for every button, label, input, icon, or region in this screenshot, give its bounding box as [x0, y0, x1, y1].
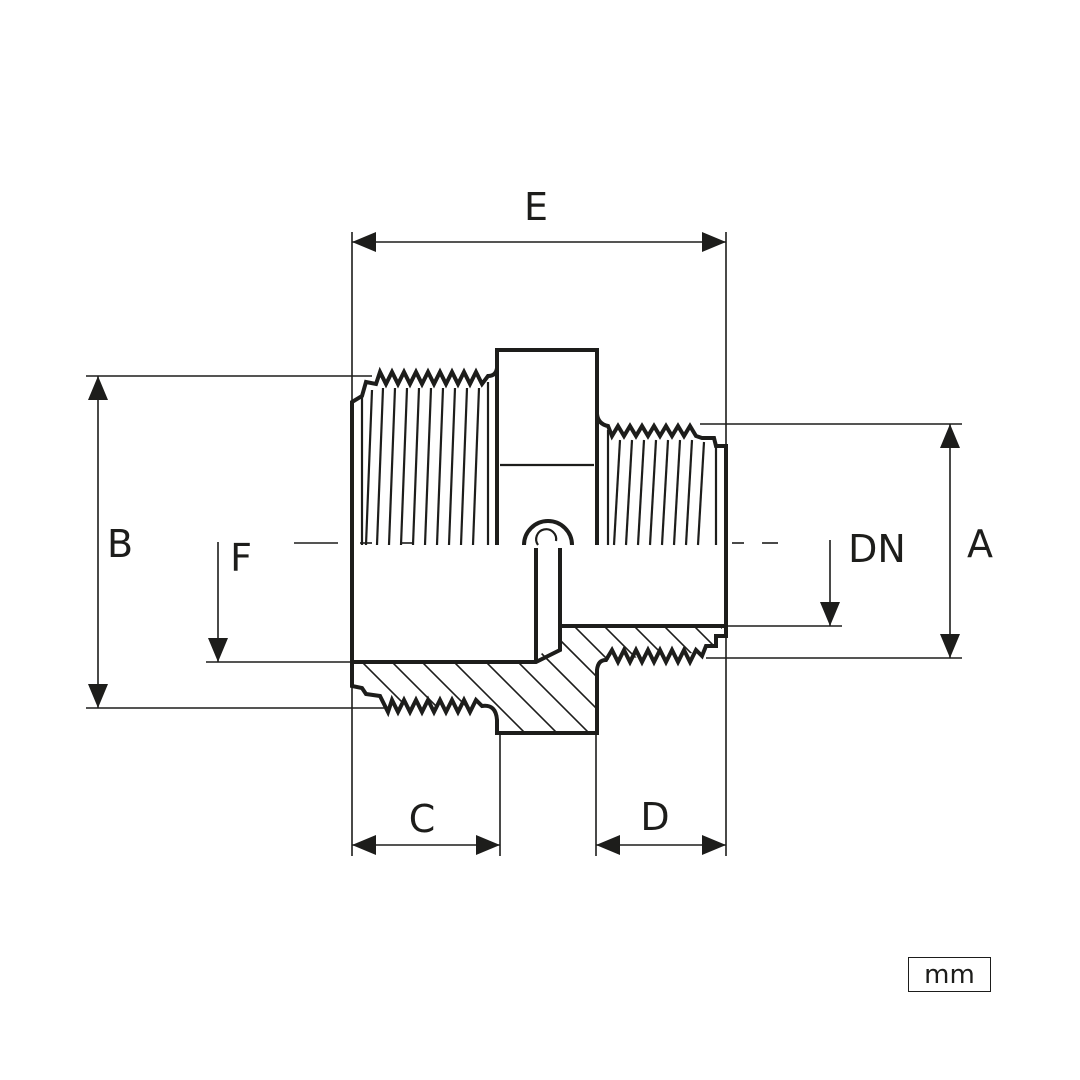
- label-e: E: [524, 185, 548, 229]
- dimension-a: [700, 423, 962, 659]
- dimension-c: [351, 686, 501, 856]
- dimension-d: [595, 636, 727, 856]
- dimension-b: [86, 375, 384, 709]
- label-d: D: [640, 795, 669, 839]
- fitting-outline: [350, 348, 728, 735]
- label-f: F: [230, 536, 252, 580]
- thread-lines-left: [364, 387, 481, 546]
- section-hatch-right: [560, 626, 722, 660]
- dimension-e: [351, 232, 727, 446]
- label-a: A: [967, 522, 993, 566]
- unit-label: mm: [908, 957, 991, 992]
- thread-lines-right: [612, 439, 706, 546]
- dimension-f: [206, 542, 352, 663]
- dimension-dn: [726, 540, 842, 627]
- label-b: B: [107, 522, 133, 566]
- label-c: C: [409, 797, 436, 841]
- label-dn: DN: [848, 527, 906, 571]
